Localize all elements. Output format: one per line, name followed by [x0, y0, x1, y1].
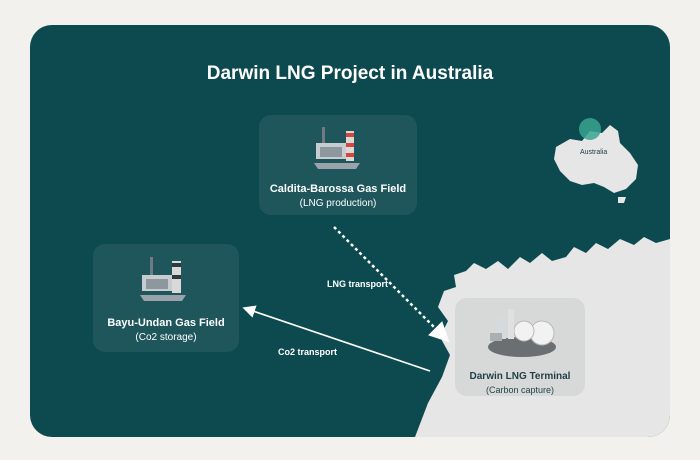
caldita-barossa-name: Caldita-Barossa Gas Field: [269, 183, 407, 195]
bayu-undan-label: Bayu-Undan Gas Field (Co2 storage): [93, 317, 239, 343]
australia-inset-map: [554, 118, 638, 203]
darwin-terminal-label: Darwin LNG Terminal (Carbon capture): [445, 371, 595, 395]
offshore-platform-icon: [140, 257, 186, 301]
diagram-panel: Darwin LNG Project in Australia Australi…: [30, 25, 670, 437]
caldita-barossa-label: Caldita-Barossa Gas Field (LNG productio…: [259, 183, 417, 209]
lng-transport-arrow: [333, 226, 450, 343]
co2-transport-arrow: [242, 305, 431, 372]
darwin-terminal-name: Darwin LNG Terminal: [469, 371, 571, 382]
darwin-terminal-role: (Carbon capture): [485, 385, 555, 395]
bayu-undan-name: Bayu-Undan Gas Field: [107, 317, 225, 329]
diagram-title: Darwin LNG Project in Australia: [206, 63, 494, 84]
lng-transport-label: LNG transport: [327, 279, 389, 289]
transport-arrows: [242, 226, 450, 372]
inset-map-label: Australia: [580, 149, 608, 156]
bayu-undan-role: (Co2 storage): [135, 332, 197, 343]
offshore-platform-icon: [314, 127, 360, 169]
lng-terminal-icon: [488, 309, 556, 357]
caldita-barossa-role: (LNG production): [299, 198, 377, 209]
co2-transport-label: Co2 transport: [278, 347, 338, 357]
